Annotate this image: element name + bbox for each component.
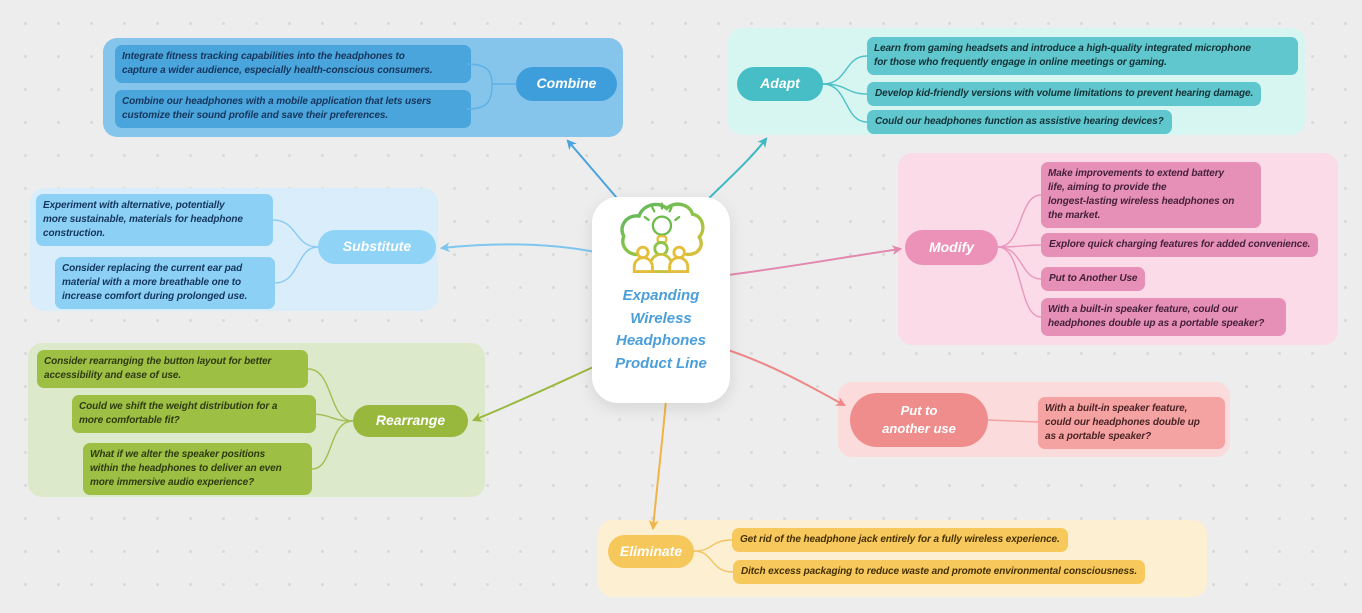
idea-modify-2[interactable]: Explore quick charging features for adde… [1041, 233, 1319, 257]
node-put-to-another-use[interactable]: Put to another use [850, 393, 988, 447]
idea-modify-3[interactable]: Put to Another Use [1041, 267, 1146, 291]
idea-substitute-2[interactable]: Consider replacing the current ear pad m… [55, 257, 275, 309]
node-combine[interactable]: Combine [516, 67, 617, 101]
idea-eliminate-1[interactable]: Get rid of the headphone jack entirely f… [732, 528, 1068, 552]
idea-rearrange-3[interactable]: What if we alter the speaker positions w… [83, 443, 312, 495]
central-topic-card[interactable]: Expanding Wireless Headphones Product Li… [592, 197, 730, 403]
node-substitute[interactable]: Substitute [318, 230, 436, 264]
idea-eliminate-2[interactable]: Ditch excess packaging to reduce waste a… [733, 560, 1146, 584]
idea-combine-1[interactable]: Integrate fitness tracking capabilities … [115, 45, 471, 83]
connector-eliminate [648, 399, 667, 531]
idea-modify-4[interactable]: With a built-in speaker feature, could o… [1041, 298, 1286, 336]
connector-put [727, 349, 846, 407]
node-rearrange[interactable]: Rearrange [353, 405, 468, 437]
brainstorm-icon [620, 202, 705, 273]
connector-substitute [439, 242, 601, 254]
central-topic-title: Expanding Wireless Headphones Product Li… [615, 287, 707, 372]
node-modify[interactable]: Modify [905, 230, 998, 265]
node-adapt[interactable]: Adapt [737, 67, 823, 101]
node-eliminate[interactable]: Eliminate [608, 535, 694, 568]
connector-rearrange [471, 363, 601, 422]
idea-modify-1[interactable]: Make improvements to extend battery life… [1041, 162, 1261, 228]
connector-modify [727, 245, 903, 276]
idea-rearrange-1[interactable]: Consider rearranging the button layout f… [37, 350, 308, 388]
idea-put-1[interactable]: With a built-in speaker feature, could o… [1038, 397, 1225, 449]
idea-combine-2[interactable]: Combine our headphones with a mobile app… [115, 90, 471, 128]
idea-adapt-3[interactable]: Could our headphones function as assisti… [867, 110, 1172, 134]
idea-substitute-1[interactable]: Experiment with alternative, potentially… [36, 194, 273, 246]
idea-adapt-2[interactable]: Develop kid-friendly versions with volum… [867, 82, 1262, 106]
idea-rearrange-2[interactable]: Could we shift the weight distribution f… [72, 395, 316, 433]
idea-adapt-1[interactable]: Learn from gaming headsets and introduce… [867, 37, 1298, 75]
